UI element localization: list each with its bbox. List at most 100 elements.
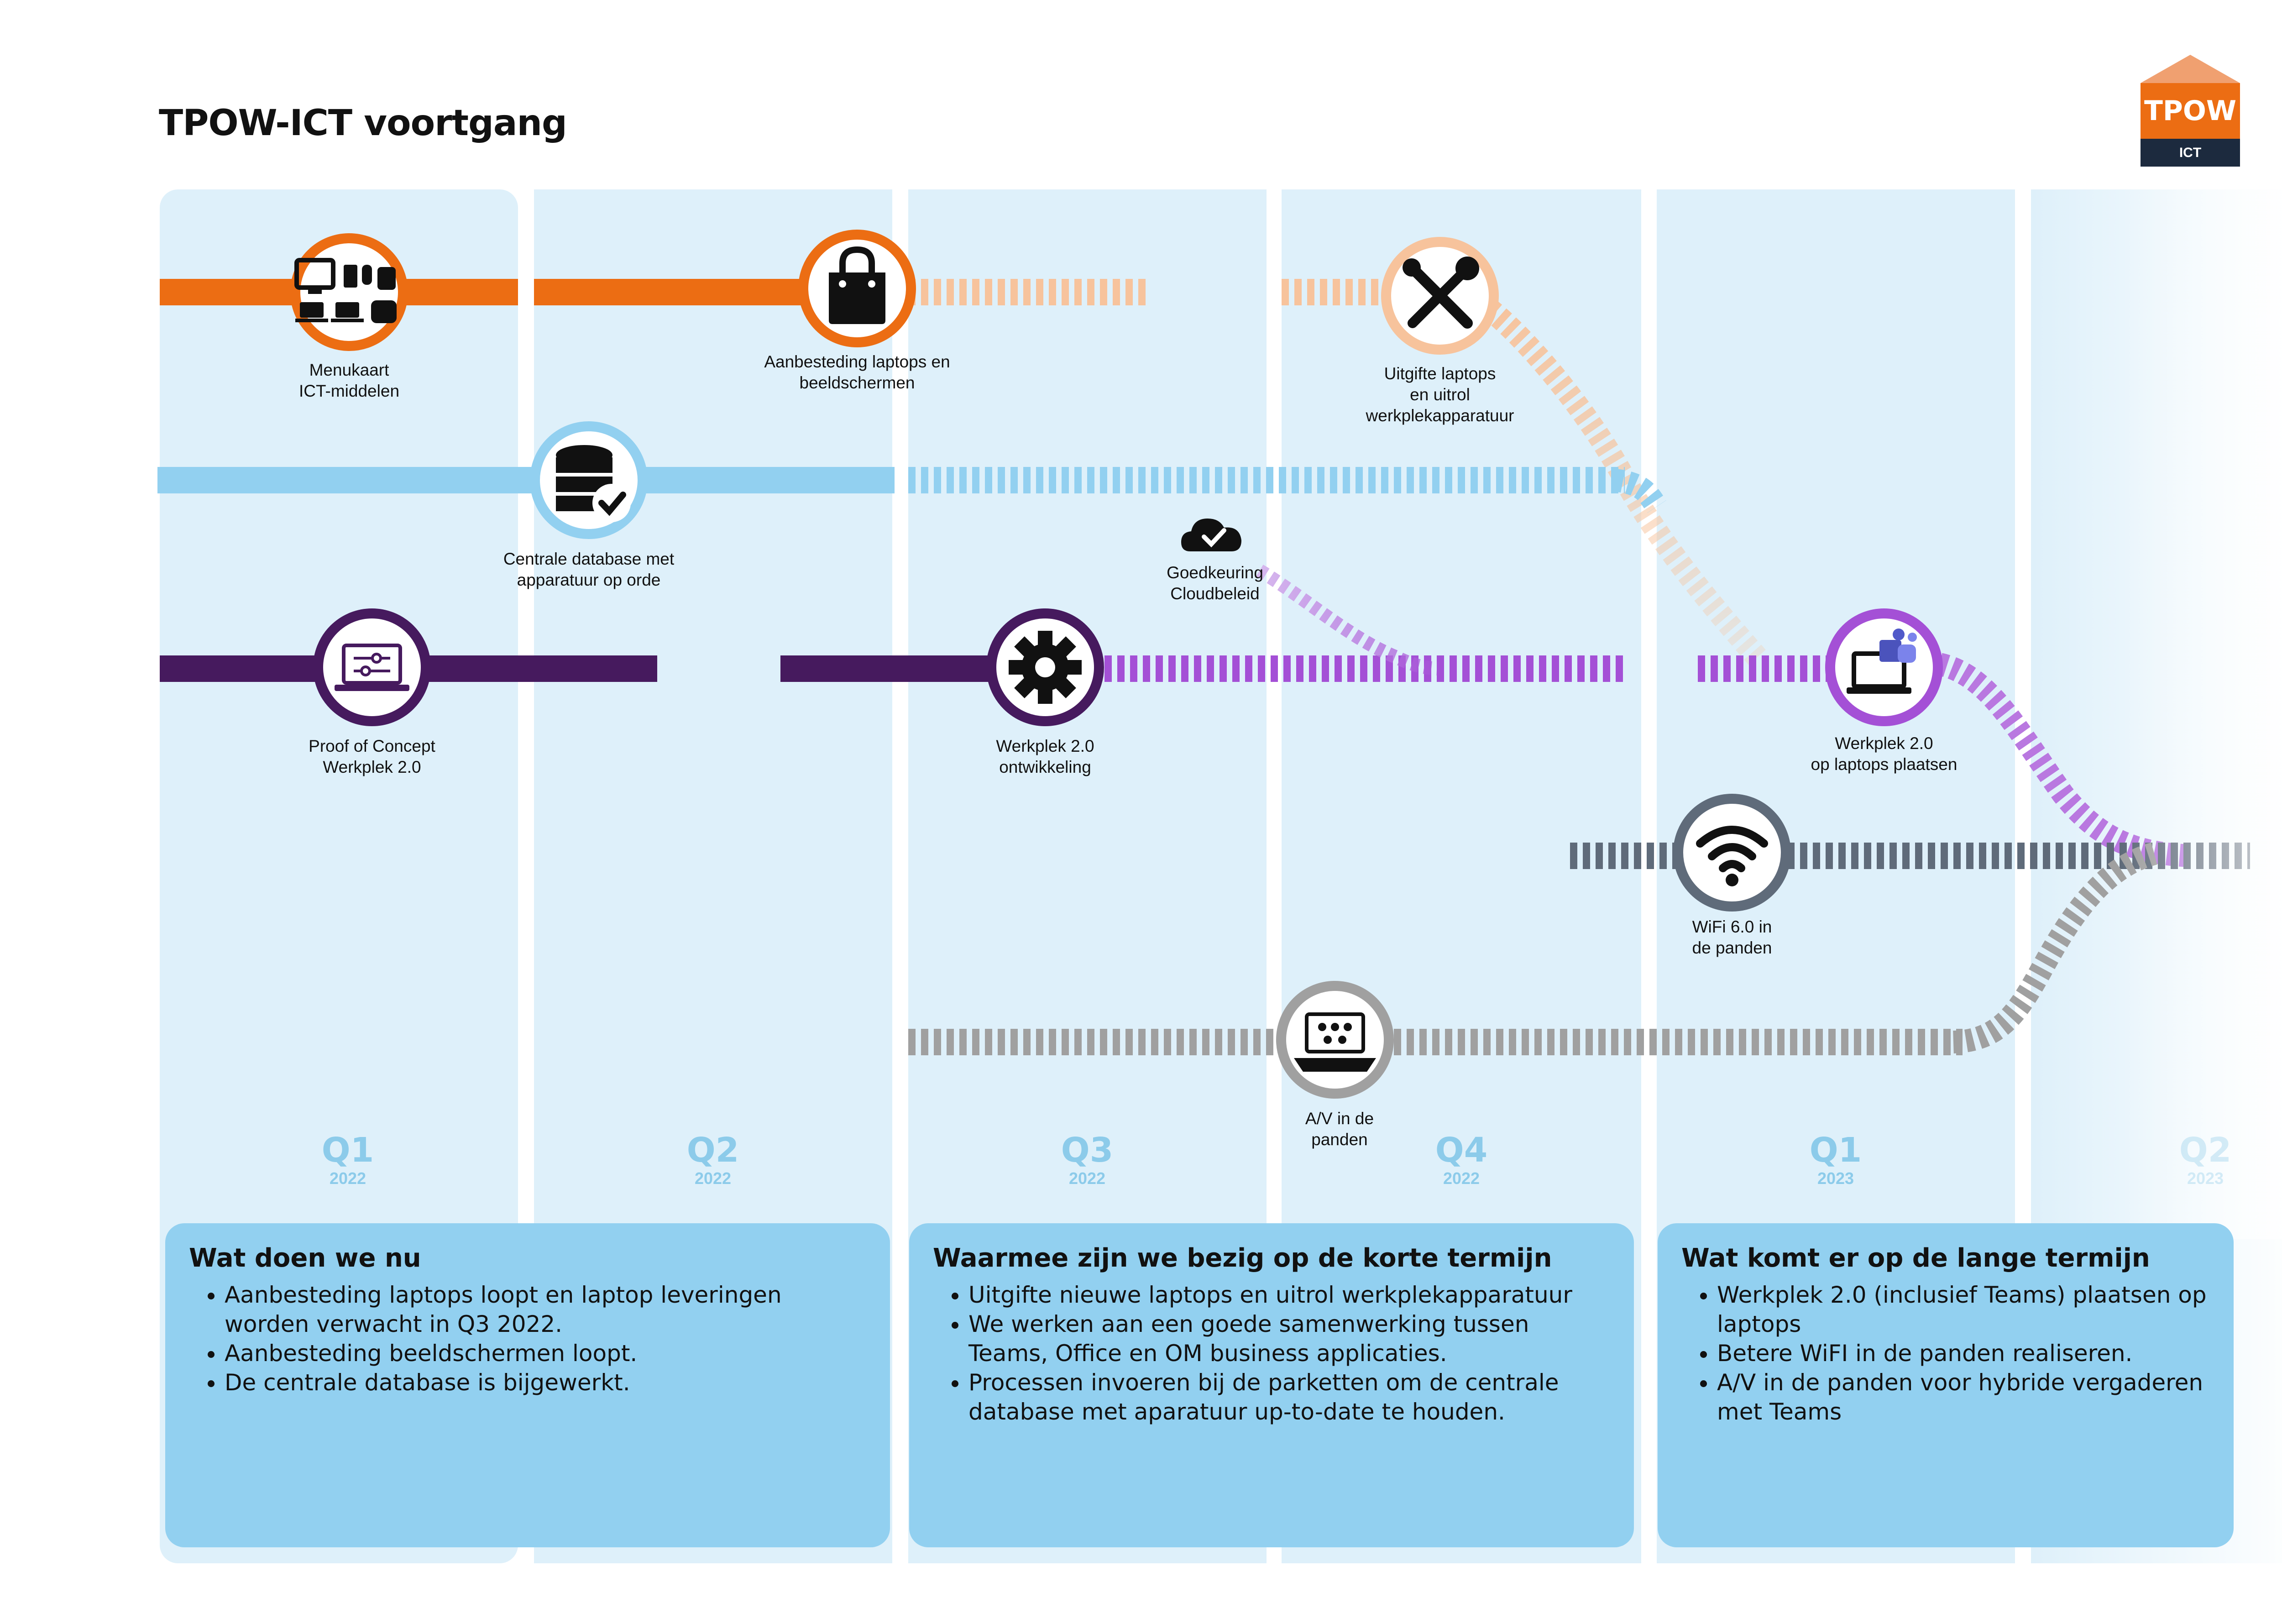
right-fade xyxy=(2122,189,2282,1239)
tools-icon xyxy=(1403,257,1479,329)
quarter-label-3: Q3 2022 xyxy=(996,1132,1178,1189)
quarter-year: 2023 xyxy=(1817,1169,1854,1188)
list-item: De centrale database is bijgewerkt. xyxy=(225,1368,866,1397)
label-cloud-line1: Goedkeuring xyxy=(1167,563,1263,582)
panel-korte-termijn-list: Uitgifte nieuwe laptops en uitrol werkpl… xyxy=(933,1280,1610,1426)
panel-korte-termijn: Waarmee zijn we bezig op de korte termij… xyxy=(909,1223,1634,1547)
label-menukaart-line1: Menukaart xyxy=(309,361,389,379)
label-werkplek-laptops-line1: Werkplek 2.0 xyxy=(1835,734,1933,753)
track-cloud-curve xyxy=(1256,565,1443,676)
quarter-year: 2022 xyxy=(329,1169,366,1188)
quarter-year: 2022 xyxy=(1068,1169,1106,1188)
quarter-name: Q1 xyxy=(1809,1131,1862,1170)
quarter-year: 2022 xyxy=(694,1169,732,1188)
list-item: Uitgifte nieuwe laptops en uitrol werkpl… xyxy=(968,1280,1610,1310)
logo-main: TPOW xyxy=(2141,83,2240,139)
video-conference-icon xyxy=(1294,1012,1376,1072)
label-menukaart: Menukaart ICT-middelen xyxy=(230,360,468,402)
quarter-label-1: Q1 2022 xyxy=(256,1132,439,1189)
list-item: We werken aan een goede samenwerking tus… xyxy=(968,1310,1610,1368)
label-av: A/V in de panden xyxy=(1221,1108,1458,1150)
panel-nu-heading: Wat doen we nu xyxy=(189,1243,421,1273)
wifi-icon xyxy=(1696,826,1768,886)
track-blue xyxy=(157,467,1666,513)
quarter-label-5: Q1 2023 xyxy=(1744,1132,1927,1189)
database-check-icon xyxy=(556,445,631,522)
label-aanbesteding-line2: beeldschermen xyxy=(799,373,915,392)
list-item: A/V in de panden voor hybride vergaderen… xyxy=(1717,1368,2210,1426)
label-menukaart-line2: ICT-middelen xyxy=(298,382,400,400)
milestone-aanbesteding xyxy=(798,230,916,347)
quarter-label-4: Q4 2022 xyxy=(1370,1132,1553,1189)
quarter-label-2: Q2 2022 xyxy=(622,1132,804,1189)
logo-roof xyxy=(2141,55,2240,83)
label-aanbesteding-line1: Aanbesteding laptops en xyxy=(764,352,950,371)
label-uitgifte: Uitgifte laptops en uitrol werkplekappar… xyxy=(1321,363,1559,426)
label-wifi: WiFi 6.0 in de panden xyxy=(1613,917,1851,959)
panel-nu: Wat doen we nu Aanbesteding laptops loop… xyxy=(165,1223,890,1547)
label-werkplek-laptops: Werkplek 2.0 op laptops plaatsen xyxy=(1765,733,2003,775)
quarter-name: Q2 xyxy=(686,1131,739,1170)
list-item: Aanbesteding beeldschermen loopt. xyxy=(225,1339,866,1368)
milestone-cloud xyxy=(1181,519,1241,551)
column-q1-2022 xyxy=(160,189,518,1563)
gear-icon xyxy=(1009,631,1082,704)
list-item: Aanbesteding laptops loopt en laptop lev… xyxy=(225,1280,866,1339)
milestone-database xyxy=(530,421,648,539)
panel-lange-termijn-list: Werkplek 2.0 (inclusief Teams) plaatsen … xyxy=(1681,1280,2210,1426)
quarter-name: Q3 xyxy=(1061,1131,1114,1170)
milestone-uitgifte xyxy=(1381,237,1499,355)
shopping-bag-icon xyxy=(829,246,885,324)
milestone-werkplek-laptops xyxy=(1825,608,1943,726)
quarter-name: Q4 xyxy=(1435,1131,1488,1170)
tpow-logo: TPOW ICT xyxy=(2141,55,2240,167)
label-poc-line1: Proof of Concept xyxy=(309,737,435,755)
label-poc-line2: Werkplek 2.0 xyxy=(323,758,421,776)
label-werkplek-dev: Werkplek 2.0 ontwikkeling xyxy=(926,736,1164,778)
track-gray xyxy=(908,842,2158,1055)
label-werkplek-laptops-line2: op laptops plaatsen xyxy=(1811,755,1957,774)
logo-sub: ICT xyxy=(2141,139,2240,167)
panel-lange-termijn-heading: Wat komt er op de lange termijn xyxy=(1681,1243,2150,1273)
teams-laptop-icon xyxy=(1847,629,1917,694)
milestone-wifi xyxy=(1673,794,1791,912)
page-title: TPOW-ICT voortgang xyxy=(159,103,567,144)
devices-icon xyxy=(294,258,397,323)
laptop-settings-icon xyxy=(335,644,409,691)
label-database-line1: Centrale database met xyxy=(503,550,675,568)
label-wifi-line2: de panden xyxy=(1692,938,1772,957)
label-werkplek-dev-line2: ontwikkeling xyxy=(999,758,1091,776)
label-av-line1: A/V in de xyxy=(1305,1109,1374,1128)
list-item: Werkplek 2.0 (inclusief Teams) plaatsen … xyxy=(1717,1280,2210,1339)
panel-korte-termijn-heading: Waarmee zijn we bezig op de korte termij… xyxy=(933,1243,1552,1273)
quarter-name: Q1 xyxy=(321,1131,374,1170)
track-purple-curve xyxy=(1937,653,2192,867)
label-database-line2: apparatuur op orde xyxy=(517,571,661,589)
label-av-line2: panden xyxy=(1311,1130,1368,1149)
label-uitgifte-line3: werkplekapparatuur xyxy=(1366,406,1514,425)
quarter-label-6: Q2 2023 xyxy=(2114,1132,2282,1189)
list-item: Processen invoeren bij de parketten om d… xyxy=(968,1368,1610,1426)
track-gray-curve xyxy=(1952,842,2158,1053)
milestone-werkplek-dev xyxy=(986,608,1104,726)
label-wifi-line1: WiFi 6.0 in xyxy=(1692,917,1772,936)
milestone-menukaart xyxy=(290,233,408,351)
list-item: Betere WiFI in de panden realiseren. xyxy=(1717,1339,2210,1368)
milestone-poc xyxy=(313,608,431,726)
track-blue-curve xyxy=(1614,469,1666,513)
label-poc: Proof of Concept Werkplek 2.0 xyxy=(253,736,491,778)
label-uitgifte-line1: Uitgifte laptops xyxy=(1384,364,1496,383)
panel-nu-list: Aanbesteding laptops loopt en laptop lev… xyxy=(189,1280,866,1397)
milestone-av xyxy=(1276,981,1394,1099)
quarter-name: Q2 xyxy=(2179,1131,2232,1170)
label-werkplek-dev-line1: Werkplek 2.0 xyxy=(996,737,1094,755)
label-uitgifte-line2: en uitrol xyxy=(1410,385,1470,404)
cloud-check-icon xyxy=(1181,519,1241,551)
label-aanbesteding: Aanbesteding laptops en beeldschermen xyxy=(738,351,976,393)
quarter-year: 2022 xyxy=(1443,1169,1480,1188)
panel-lange-termijn: Wat komt er op de lange termijn Werkplek… xyxy=(1658,1223,2234,1547)
label-cloud: Goedkeuring Cloudbeleid xyxy=(1096,562,1334,604)
quarter-year: 2023 xyxy=(2187,1169,2224,1188)
label-database: Centrale database met apparatuur op orde xyxy=(470,549,707,591)
label-cloud-line2: Cloudbeleid xyxy=(1170,584,1260,603)
